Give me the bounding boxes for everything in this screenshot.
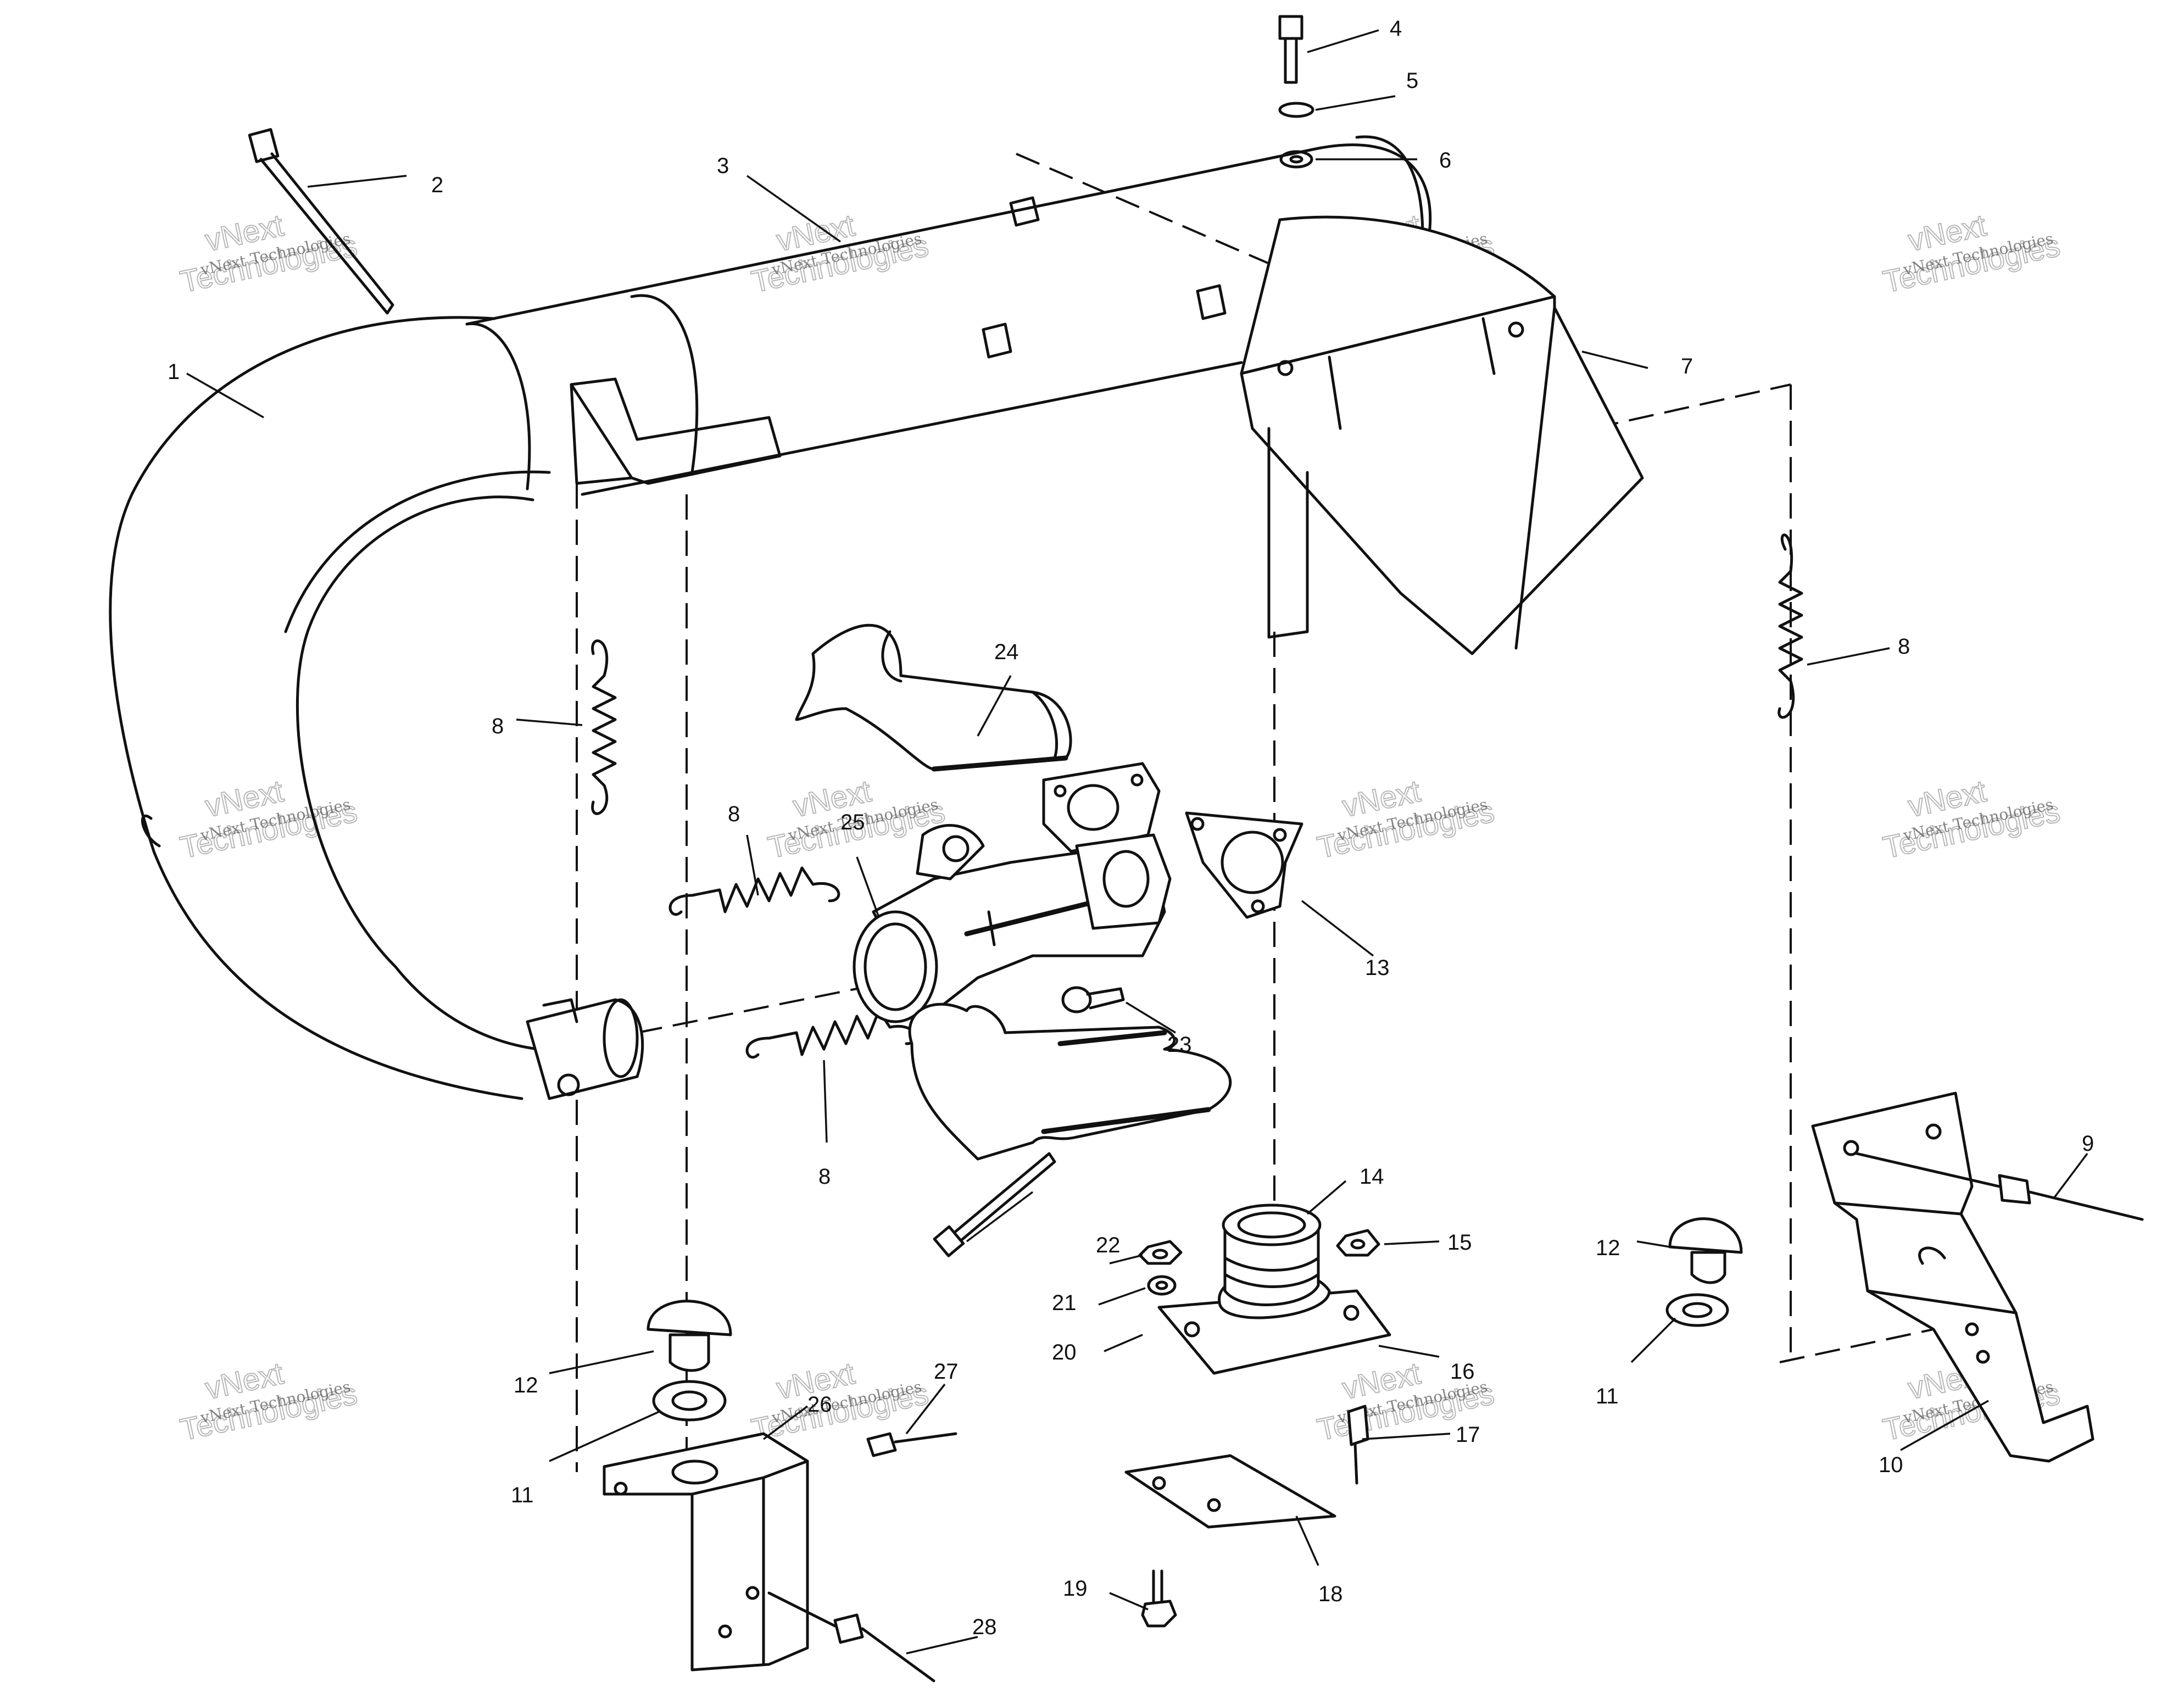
head-pipe [109,316,644,1100]
callout-2: 2 [431,173,443,197]
callout-12-left: 12 [514,1373,538,1397]
callout-9: 9 [2082,1132,2094,1156]
leader-lines [186,29,2088,1654]
lower-tie-strap [933,1152,1056,1257]
callout-14: 14 [1360,1165,1384,1189]
callout-8-lower-middle: 8 [818,1165,831,1189]
bolt-washers [1278,15,1314,169]
callout-3: 3 [717,154,729,178]
left-cable [767,1591,935,1683]
watermark: vNext Technologies vNext Technologies [177,773,361,866]
heat-shield [1240,215,1644,655]
callout-4: 4 [1390,16,1402,41]
callout-25: 25 [840,810,865,834]
callout-24: 24 [994,640,1019,664]
callout-6: 6 [1439,148,1451,172]
left-rivet [866,1432,957,1457]
callout-28: 28 [972,1615,997,1639]
callout-15: 15 [1447,1230,1472,1255]
watermark: vNext Technologies vNext Technologies [1880,773,2064,866]
bracket-plate [1124,1454,1336,1529]
right-mount-bracket [1811,1091,2094,1463]
spring [591,639,617,815]
callout-21: 21 [1052,1291,1077,1315]
callout-16: 16 [1450,1360,1475,1384]
silencer-body [465,135,1432,496]
right-cable [1855,1152,2144,1221]
callout-8-right: 8 [1898,634,1910,659]
spring [1778,533,1803,719]
rivet [1347,1405,1369,1485]
callout-19: 19 [1063,1576,1088,1601]
callout-13: 13 [1365,956,1390,980]
nut-washer [1138,1229,1380,1296]
callout-5: 5 [1406,69,1418,93]
tie-strap [248,128,394,315]
left-mount-bracket [603,1432,809,1672]
lower-heat-shield [908,1002,1232,1161]
watermark: vNext Technologies vNext Technologies [177,1355,361,1448]
watermark: vNext Technologies vNext Technologies [748,207,932,300]
callout-20: 20 [1052,1340,1077,1364]
callout-8-left: 8 [492,714,504,738]
exhaust-y-pipe [853,762,1172,1023]
callout-8-upper-middle: 8 [728,802,740,826]
bracket-bolt [1141,1569,1177,1628]
watermark: vNext Technologies vNext Technologies [177,207,361,300]
callout-18: 18 [1318,1582,1343,1606]
watermark: vNext Technologies vNext Technologies [1880,207,2064,300]
upper-heat-shield [795,623,1072,772]
rubber-mount [1157,1204,1391,1375]
grommet-left [647,1300,732,1422]
manifold-bolt [1061,986,1125,1013]
grommet-right [1665,1217,1743,1327]
gasket [1185,811,1303,919]
watermark: vNext Technologies vNext Technologies [1314,773,1498,866]
callout-11-right: 11 [1596,1384,1619,1408]
callout-1: 1 [168,360,180,384]
callout-11-left: 11 [511,1483,534,1507]
callout-17: 17 [1456,1423,1480,1447]
callout-10: 10 [1879,1453,1903,1477]
spring [668,866,840,916]
callout-7: 7 [1681,354,1693,378]
callout-12-right: 12 [1596,1236,1620,1260]
callout-27: 27 [934,1360,959,1384]
callout-23: 23 [1167,1033,1192,1057]
watermark: vNext Technologies vNext Technologies [748,1355,932,1448]
callout-22: 22 [1096,1233,1121,1257]
callouts: 1 2 3 4 5 6 7 8 8 8 8 9 10 11 11 12 12 1… [168,16,2094,1639]
callout-26: 26 [807,1392,832,1417]
